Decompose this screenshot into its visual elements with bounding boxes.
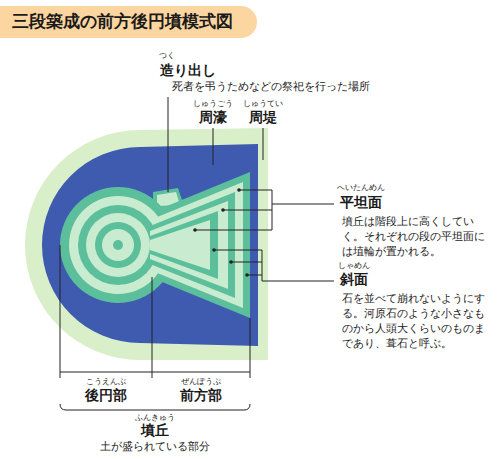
mound-tiers	[60, 172, 250, 318]
note: 土が盛られている部分	[100, 441, 210, 453]
ruby: つく	[159, 52, 175, 61]
note: 墳丘は階段上に高くしていく。それぞれの段の平坦面には埴輪が置かれる。	[342, 215, 492, 260]
part-name: 斜面	[340, 272, 368, 287]
part-name: 造り出し	[160, 63, 216, 78]
part-name: 平坦面	[340, 195, 382, 210]
note: 死者を弔うためなどの祭祀を行った場所	[172, 81, 370, 93]
ruby: ふんきゅう	[135, 414, 175, 423]
ruby: しゅうてい	[243, 100, 283, 109]
ruby: へいたんめん	[337, 184, 385, 193]
part-name: 前方部	[180, 388, 222, 403]
leader-lines	[168, 97, 334, 281]
leader-dots	[193, 188, 249, 277]
part-name: 周堤	[249, 110, 277, 125]
ruby: しゅうごう	[193, 100, 233, 109]
note: 石を並べて崩れないようにする。河原石のような小さなものから人頭大くらいのものまで…	[342, 292, 492, 351]
dimension-lines	[60, 245, 250, 410]
diagram-title: 三段築成の前方後円墳模式図	[12, 12, 233, 31]
ruby: しゃめん	[338, 262, 370, 271]
ruby: こうえんぶ	[86, 378, 126, 387]
moat	[42, 144, 258, 346]
outer-bank	[25, 128, 268, 360]
part-name: 後円部	[85, 388, 127, 403]
part-name: 墳丘	[141, 423, 169, 438]
part-name: 周濠	[199, 110, 227, 125]
ruby: ぜんぽうぶ	[181, 378, 221, 387]
